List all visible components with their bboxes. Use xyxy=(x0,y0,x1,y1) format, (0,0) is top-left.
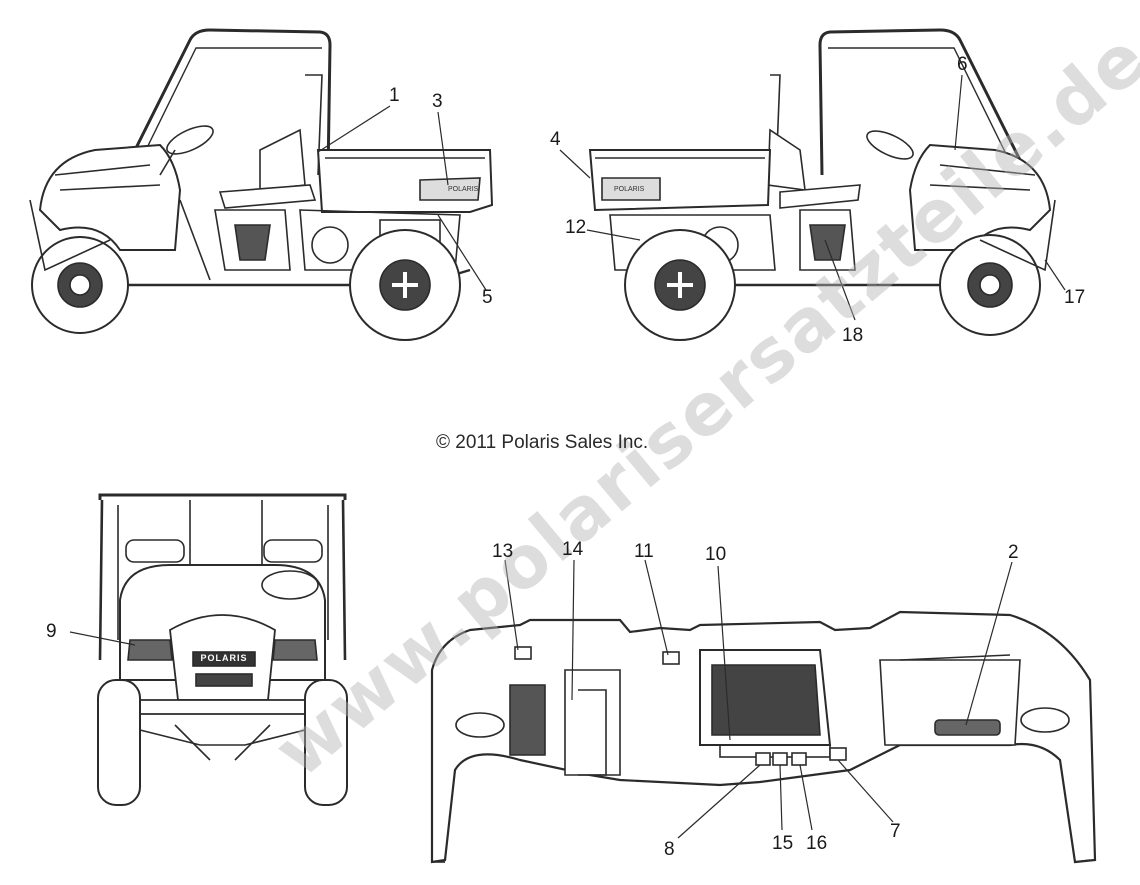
leader-7 xyxy=(837,759,894,823)
vehicle-right-side-view: POLARIS xyxy=(588,28,1056,341)
dash-assembly xyxy=(430,610,1097,864)
leader-12 xyxy=(586,229,641,241)
callout-10: 10 xyxy=(705,544,727,565)
copyright-notice: © 2011 Polaris Sales Inc. xyxy=(436,432,649,453)
leader-2 xyxy=(965,561,1013,726)
leader-18 xyxy=(824,239,856,321)
svg-text:POLARIS: POLARIS xyxy=(614,186,645,193)
svg-text:POLARIS: POLARIS xyxy=(448,186,479,193)
leader-5 xyxy=(437,214,487,291)
callout-1: 1 xyxy=(389,85,400,106)
leader-16 xyxy=(799,764,813,831)
leader-15 xyxy=(779,764,783,831)
callout-18: 18 xyxy=(842,325,864,346)
callout-15: 15 xyxy=(772,833,794,854)
callout-5: 5 xyxy=(482,287,493,308)
leader-14 xyxy=(571,559,575,701)
vehicle-left-side-view: POLARIS xyxy=(29,28,494,341)
leader-9 xyxy=(69,631,136,646)
callout-12: 12 xyxy=(565,217,587,238)
callout-2: 2 xyxy=(1008,542,1019,563)
callout-7: 7 xyxy=(890,821,901,842)
callout-6: 6 xyxy=(957,54,968,75)
leader-3 xyxy=(437,111,449,186)
callout-14: 14 xyxy=(562,539,584,560)
grille-badge: POLARIS xyxy=(200,653,248,663)
leader-13 xyxy=(504,559,519,651)
leader-17 xyxy=(1044,259,1066,291)
leader-6 xyxy=(954,74,963,151)
leader-8 xyxy=(677,764,761,839)
callout-3: 3 xyxy=(432,91,443,112)
callout-17: 17 xyxy=(1064,287,1086,308)
callout-9: 9 xyxy=(46,621,57,642)
callout-8: 8 xyxy=(664,839,675,860)
leader-lines xyxy=(69,74,1066,839)
leader-4 xyxy=(559,149,591,179)
callout-11: 11 xyxy=(634,541,654,562)
leader-11 xyxy=(644,559,669,656)
callout-4: 4 xyxy=(550,129,561,150)
leader-1 xyxy=(317,105,391,153)
callout-16: 16 xyxy=(806,833,828,854)
leader-10 xyxy=(717,565,731,741)
callout-13: 13 xyxy=(492,541,514,562)
vehicle-front-view xyxy=(97,493,348,806)
